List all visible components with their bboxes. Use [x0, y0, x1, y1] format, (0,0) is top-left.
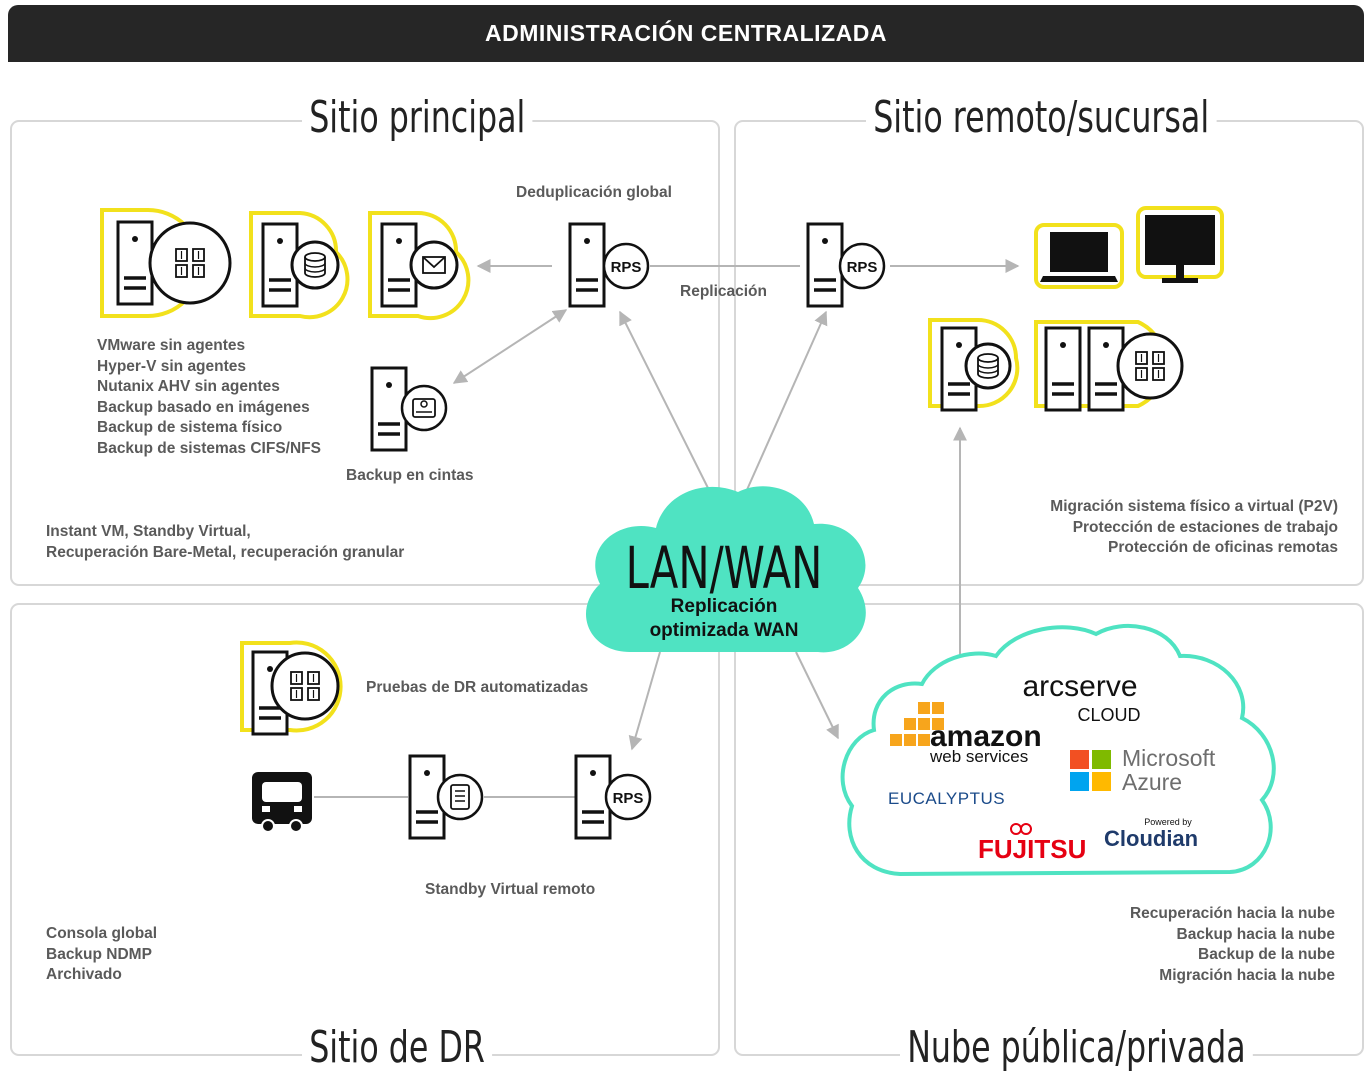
- truck-icon: [252, 772, 312, 833]
- cloud-site-title: Nube pública/privada: [900, 1020, 1253, 1076]
- tape-label: Backup en cintas: [346, 467, 474, 484]
- vmware-server-icon: [100, 208, 232, 318]
- laptop-icon: [1034, 223, 1124, 289]
- amazon-web-services-label: web services: [929, 747, 1028, 766]
- main-feature-item: Backup de sistemas CIFS/NFS: [97, 439, 321, 457]
- cloud-feature-item: Recuperación hacia la nube: [1129, 905, 1335, 922]
- standby-server-icon: [408, 754, 484, 840]
- fujitsu-infinity-icon: [1010, 823, 1032, 835]
- remote-features-list: Migración sistema físico a virtual (P2V)…: [1050, 497, 1338, 559]
- rps-label: RPS: [613, 790, 644, 807]
- main-recovery-item: Recuperación Bare-Metal, recuperación gr…: [46, 543, 405, 561]
- dr-feature-item: Archivado: [46, 966, 122, 983]
- lan-wan-subtitle-1: Replicación: [671, 596, 778, 617]
- dr-tests-label: Pruebas de DR automatizadas: [366, 679, 589, 696]
- arcserve-logo: arcserve: [1022, 670, 1137, 703]
- main-feature-item: Hyper-V sin agentes: [97, 357, 247, 375]
- rps-label: RPS: [611, 259, 642, 276]
- arcserve-cloud-label: CLOUD: [1077, 705, 1140, 725]
- cloud-feature-item: Backup hacia la nube: [1176, 925, 1336, 943]
- database-server-remote-icon: [928, 318, 1020, 412]
- cloudian-powered-by: Powered by: [1144, 817, 1192, 827]
- dr-features-list: Consola global Backup NDMP Archivado: [46, 924, 157, 986]
- main-feature-item: Backup basado en imágenes: [97, 398, 310, 416]
- cloud-features-list: Recuperación hacia la nube Backup hacia …: [1130, 904, 1335, 986]
- remote-feature-item: Protección de estaciones de trabajo: [1072, 518, 1338, 536]
- cloud-feature-item: Backup de la nube: [1198, 946, 1335, 963]
- rps-server-remote-icon: RPS: [806, 222, 886, 308]
- tape-server-icon: [370, 366, 448, 452]
- lan-wan-title: LAN/WAN: [626, 534, 823, 602]
- dr-site-title: Sitio de DR: [302, 1020, 493, 1076]
- header-bar: ADMINISTRACIÓN CENTRALIZADA: [8, 5, 1364, 62]
- lan-wan-subtitle-2: optimizada WAN: [650, 620, 799, 641]
- dr-feature-item: Consola global: [46, 925, 158, 942]
- disk-array-icon: [1034, 320, 1184, 412]
- public-cloud-outline: [840, 623, 1276, 877]
- main-site-title: Sitio principal: [302, 90, 533, 146]
- remote-feature-item: Protección de oficinas remotas: [1108, 539, 1338, 556]
- main-feature-item: Backup de sistema físico: [97, 419, 283, 436]
- cloudian-logo: Cloudian: [1104, 826, 1198, 851]
- azure-label: Azure: [1122, 769, 1182, 795]
- rps-server-main-icon: RPS: [568, 222, 650, 308]
- cloud-feature-item: Migración hacia la nube: [1159, 966, 1335, 984]
- main-recovery-item: Instant VM, Standby Virtual,: [46, 523, 251, 540]
- microsoft-label: Microsoft: [1122, 745, 1216, 771]
- amazon-logo: amazon: [930, 720, 1042, 753]
- lan-wan-cloud: [585, 486, 866, 653]
- mail-server-icon: [368, 211, 471, 321]
- replication-label: Replicación: [680, 283, 767, 300]
- fujitsu-logo: FUJITSU: [978, 834, 1086, 864]
- header-title: ADMINISTRACIÓN CENTRALIZADA: [485, 20, 887, 46]
- amazon-cubes-icon: [890, 702, 944, 746]
- connection-arrows: [314, 259, 1020, 798]
- dedup-label: Deduplicación global: [516, 184, 672, 201]
- dr-feature-item: Backup NDMP: [46, 945, 152, 963]
- rps-label: RPS: [847, 259, 878, 276]
- eucalyptus-logo: EUCALYPTUS: [888, 789, 1005, 808]
- microsoft-logo-icon: [1070, 750, 1111, 791]
- main-feature-item: Nutanix AHV sin agentes: [97, 378, 280, 395]
- standby-label: Standby Virtual remoto: [425, 881, 596, 898]
- database-server-icon: [249, 211, 350, 320]
- main-features-list: VMware sin agentes Hyper-V sin agentes N…: [97, 336, 321, 459]
- monitor-icon: [1136, 206, 1224, 283]
- rps-server-dr-icon: RPS: [574, 754, 652, 840]
- remote-site-title: Sitio remoto/sucursal: [866, 90, 1217, 146]
- main-recovery-list: Instant VM, Standby Virtual, Recuperació…: [46, 522, 404, 563]
- main-feature-item: VMware sin agentes: [97, 337, 246, 354]
- dr-test-server-icon: [240, 640, 343, 736]
- remote-feature-item: Migración sistema físico a virtual (P2V): [1050, 498, 1338, 515]
